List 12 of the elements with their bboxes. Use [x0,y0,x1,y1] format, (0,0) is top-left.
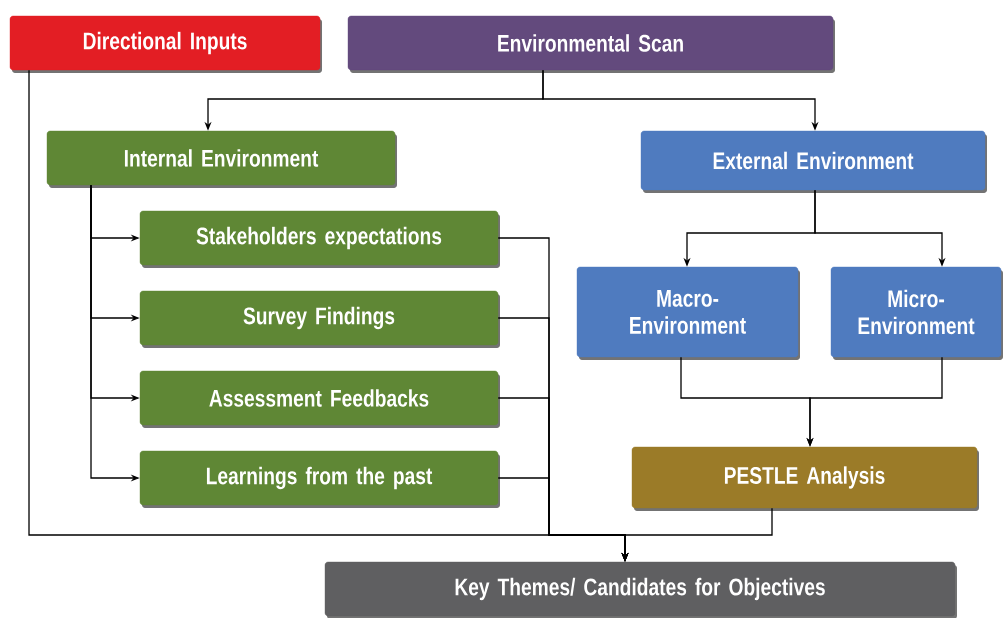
process-box: Learnings from the past [139,450,500,508]
process-box: Internal Environment [46,130,397,188]
process-box: Stakeholders expectations [139,210,500,268]
process-box: Macro- Environment [576,266,800,360]
process-box: PESTLE Analysis [631,446,979,511]
process-box: Survey Findings [139,290,500,348]
process-box: External Environment [640,130,987,193]
process-box: Micro- Environment [830,266,1003,360]
input-box: Directional Inputs [9,15,322,73]
output-box: Key Themes/ Candidates for Objectives [324,561,957,618]
process-box: Assessment Feedbacks [139,370,500,428]
process-box: Environmental Scan [347,15,835,73]
